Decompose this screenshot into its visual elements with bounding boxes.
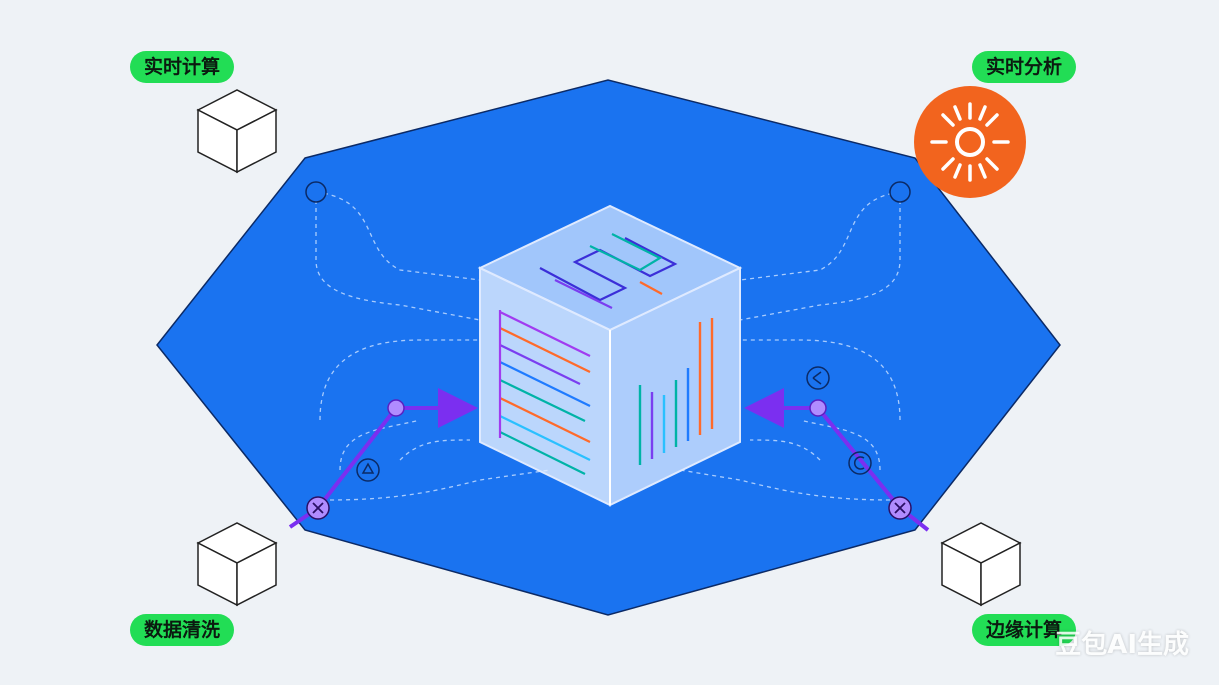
cube-icon-bottom-left [196,522,278,607]
sun-icon [914,86,1026,198]
glyph-node-icon [356,366,872,482]
label-bottom-left: 数据清洗 [130,614,235,646]
cube-right-bars [638,318,714,465]
cross-node-icon [888,496,912,520]
dashed-traces [315,191,901,501]
cube-icon-top-left [196,89,278,174]
label-bottom-right: 边缘计算 [972,614,1077,646]
label-top-right: 实时分析 [972,51,1077,83]
flow-right [744,388,930,532]
cube-top-circuit [539,233,678,309]
cube-left-stripes [498,310,591,475]
data-cube [477,204,743,507]
ai-watermark: 豆包AI生成 [1055,630,1189,660]
cube-icon-bottom-right [940,522,1022,607]
label-top-left: 实时计算 [130,51,235,83]
node-top-right [889,181,911,203]
node-top-left [305,181,327,203]
flow-left [288,388,478,529]
cross-node-icon [306,496,330,520]
